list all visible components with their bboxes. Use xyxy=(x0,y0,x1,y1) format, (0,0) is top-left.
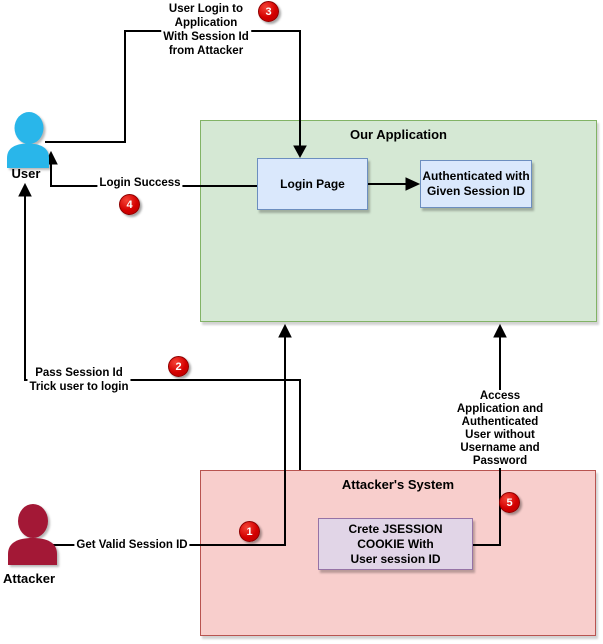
our-application-container: Our Application xyxy=(200,120,597,322)
edge-step2-pass-session-id xyxy=(24,196,301,470)
attackers-system-title: Attacker's System xyxy=(341,477,455,492)
step4-label: Login Success xyxy=(97,176,183,190)
login-page-node: Login Page xyxy=(257,158,368,210)
step3-label: User Login to Application With Session I… xyxy=(161,2,251,58)
attackers-system-container: Attacker's System xyxy=(200,470,596,636)
edge-step4-login-success xyxy=(50,164,257,187)
step-badge-5: 5 xyxy=(499,492,520,513)
step-badge-4-number: 4 xyxy=(126,198,133,211)
arrowhead-step5 xyxy=(493,323,507,338)
step1-label: Get Valid Session ID xyxy=(74,538,190,552)
step-badge-4: 4 xyxy=(119,194,140,215)
jsession-cookie-label: Crete JSESSION COOKIE With User session … xyxy=(348,521,443,566)
step-badge-3: 3 xyxy=(258,1,279,22)
login-page-label: Login Page xyxy=(280,176,345,191)
authenticated-node: Authenticated with Given Session ID xyxy=(420,160,532,208)
step-badge-1-number: 1 xyxy=(246,525,253,538)
step5-label: Access Application and Authenticated Use… xyxy=(448,390,552,468)
step-badge-1: 1 xyxy=(239,521,260,542)
arrowhead-login-to-authenticated xyxy=(405,177,421,191)
step-badge-3-number: 3 xyxy=(265,5,272,18)
step2-label: Pass Session Id Trick user to login xyxy=(27,366,131,394)
edge-step3-user-to-login xyxy=(45,30,301,146)
step-badge-2-number: 2 xyxy=(175,360,182,373)
our-application-title: Our Application xyxy=(349,127,448,142)
user-person-icon xyxy=(6,112,50,173)
user-label: User xyxy=(11,166,41,181)
step-badge-5-number: 5 xyxy=(506,496,513,509)
arrowhead-step1 xyxy=(278,323,292,338)
attacker-label: Attacker xyxy=(2,571,56,586)
arrowhead-step3 xyxy=(293,145,307,159)
arrowhead-step2 xyxy=(18,182,32,197)
step-badge-2: 2 xyxy=(168,356,189,377)
authenticated-label: Authenticated with Given Session ID xyxy=(422,169,530,198)
attacker-person-icon xyxy=(6,503,58,570)
jsession-cookie-node: Crete JSESSION COOKIE With User session … xyxy=(318,518,473,570)
